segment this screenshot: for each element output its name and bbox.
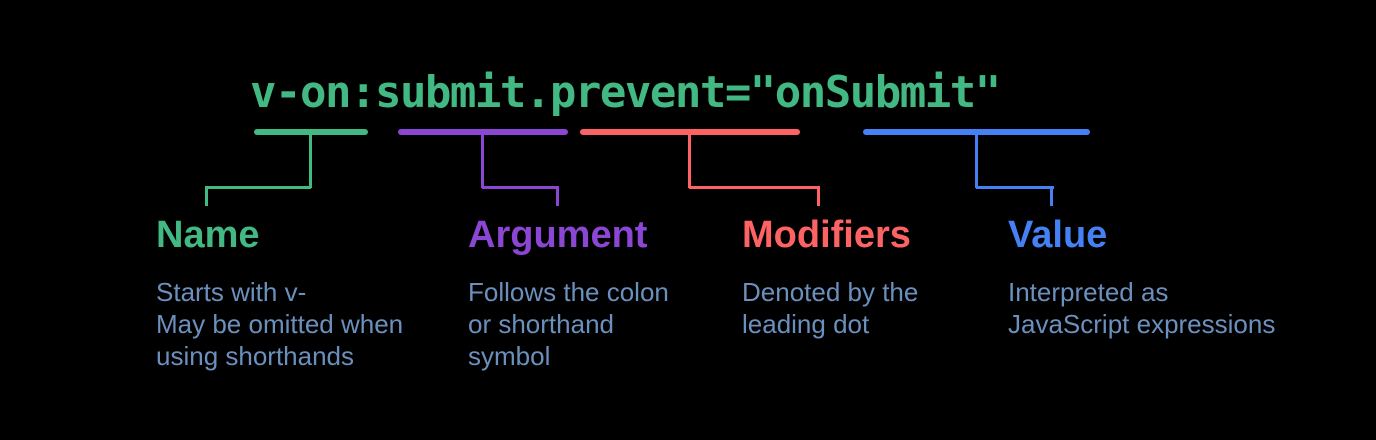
annotation-argument: Argument Follows the colon or shorthand … <box>468 214 669 372</box>
annotation-argument-description: Follows the colon or shorthand symbol <box>468 277 669 371</box>
argument-underline-bar <box>398 129 568 135</box>
modifiers-connector-line <box>688 134 691 188</box>
annotation-modifiers: Modifiers Denoted by the leading dot <box>742 214 918 340</box>
annotation-value: Value Interpreted as JavaScript expressi… <box>1008 214 1275 340</box>
value-connector-line <box>976 186 1054 189</box>
argument-connector-line <box>556 186 559 206</box>
annotation-name-label: Name <box>156 214 260 256</box>
annotation-name-description: Starts with v- May be omitted when using… <box>156 277 404 371</box>
value-underline-bar <box>863 129 1090 135</box>
argument-connector-line <box>481 134 484 188</box>
modifiers-connector-line <box>689 186 820 189</box>
name-connector-line <box>309 134 312 188</box>
annotation-value-label: Value <box>1008 214 1108 256</box>
directive-code-text: v-on:submit.prevent="onSubmit" <box>250 67 1001 118</box>
name-connector-line <box>205 186 208 206</box>
annotation-modifiers-description: Denoted by the leading dot <box>742 277 919 339</box>
name-connector-line <box>205 186 311 189</box>
value-connector-line <box>1050 186 1053 206</box>
modifiers-connector-line <box>817 186 820 206</box>
value-connector-line <box>975 134 978 188</box>
annotation-argument-label: Argument <box>468 214 648 256</box>
annotation-modifiers-label: Modifiers <box>742 214 911 256</box>
annotation-name: Name Starts with v- May be omitted when … <box>156 214 403 372</box>
modifiers-underline-bar <box>580 129 800 135</box>
name-underline-bar <box>254 129 368 135</box>
annotation-value-description: Interpreted as JavaScript expressions <box>1008 277 1276 339</box>
argument-connector-line <box>482 186 559 189</box>
